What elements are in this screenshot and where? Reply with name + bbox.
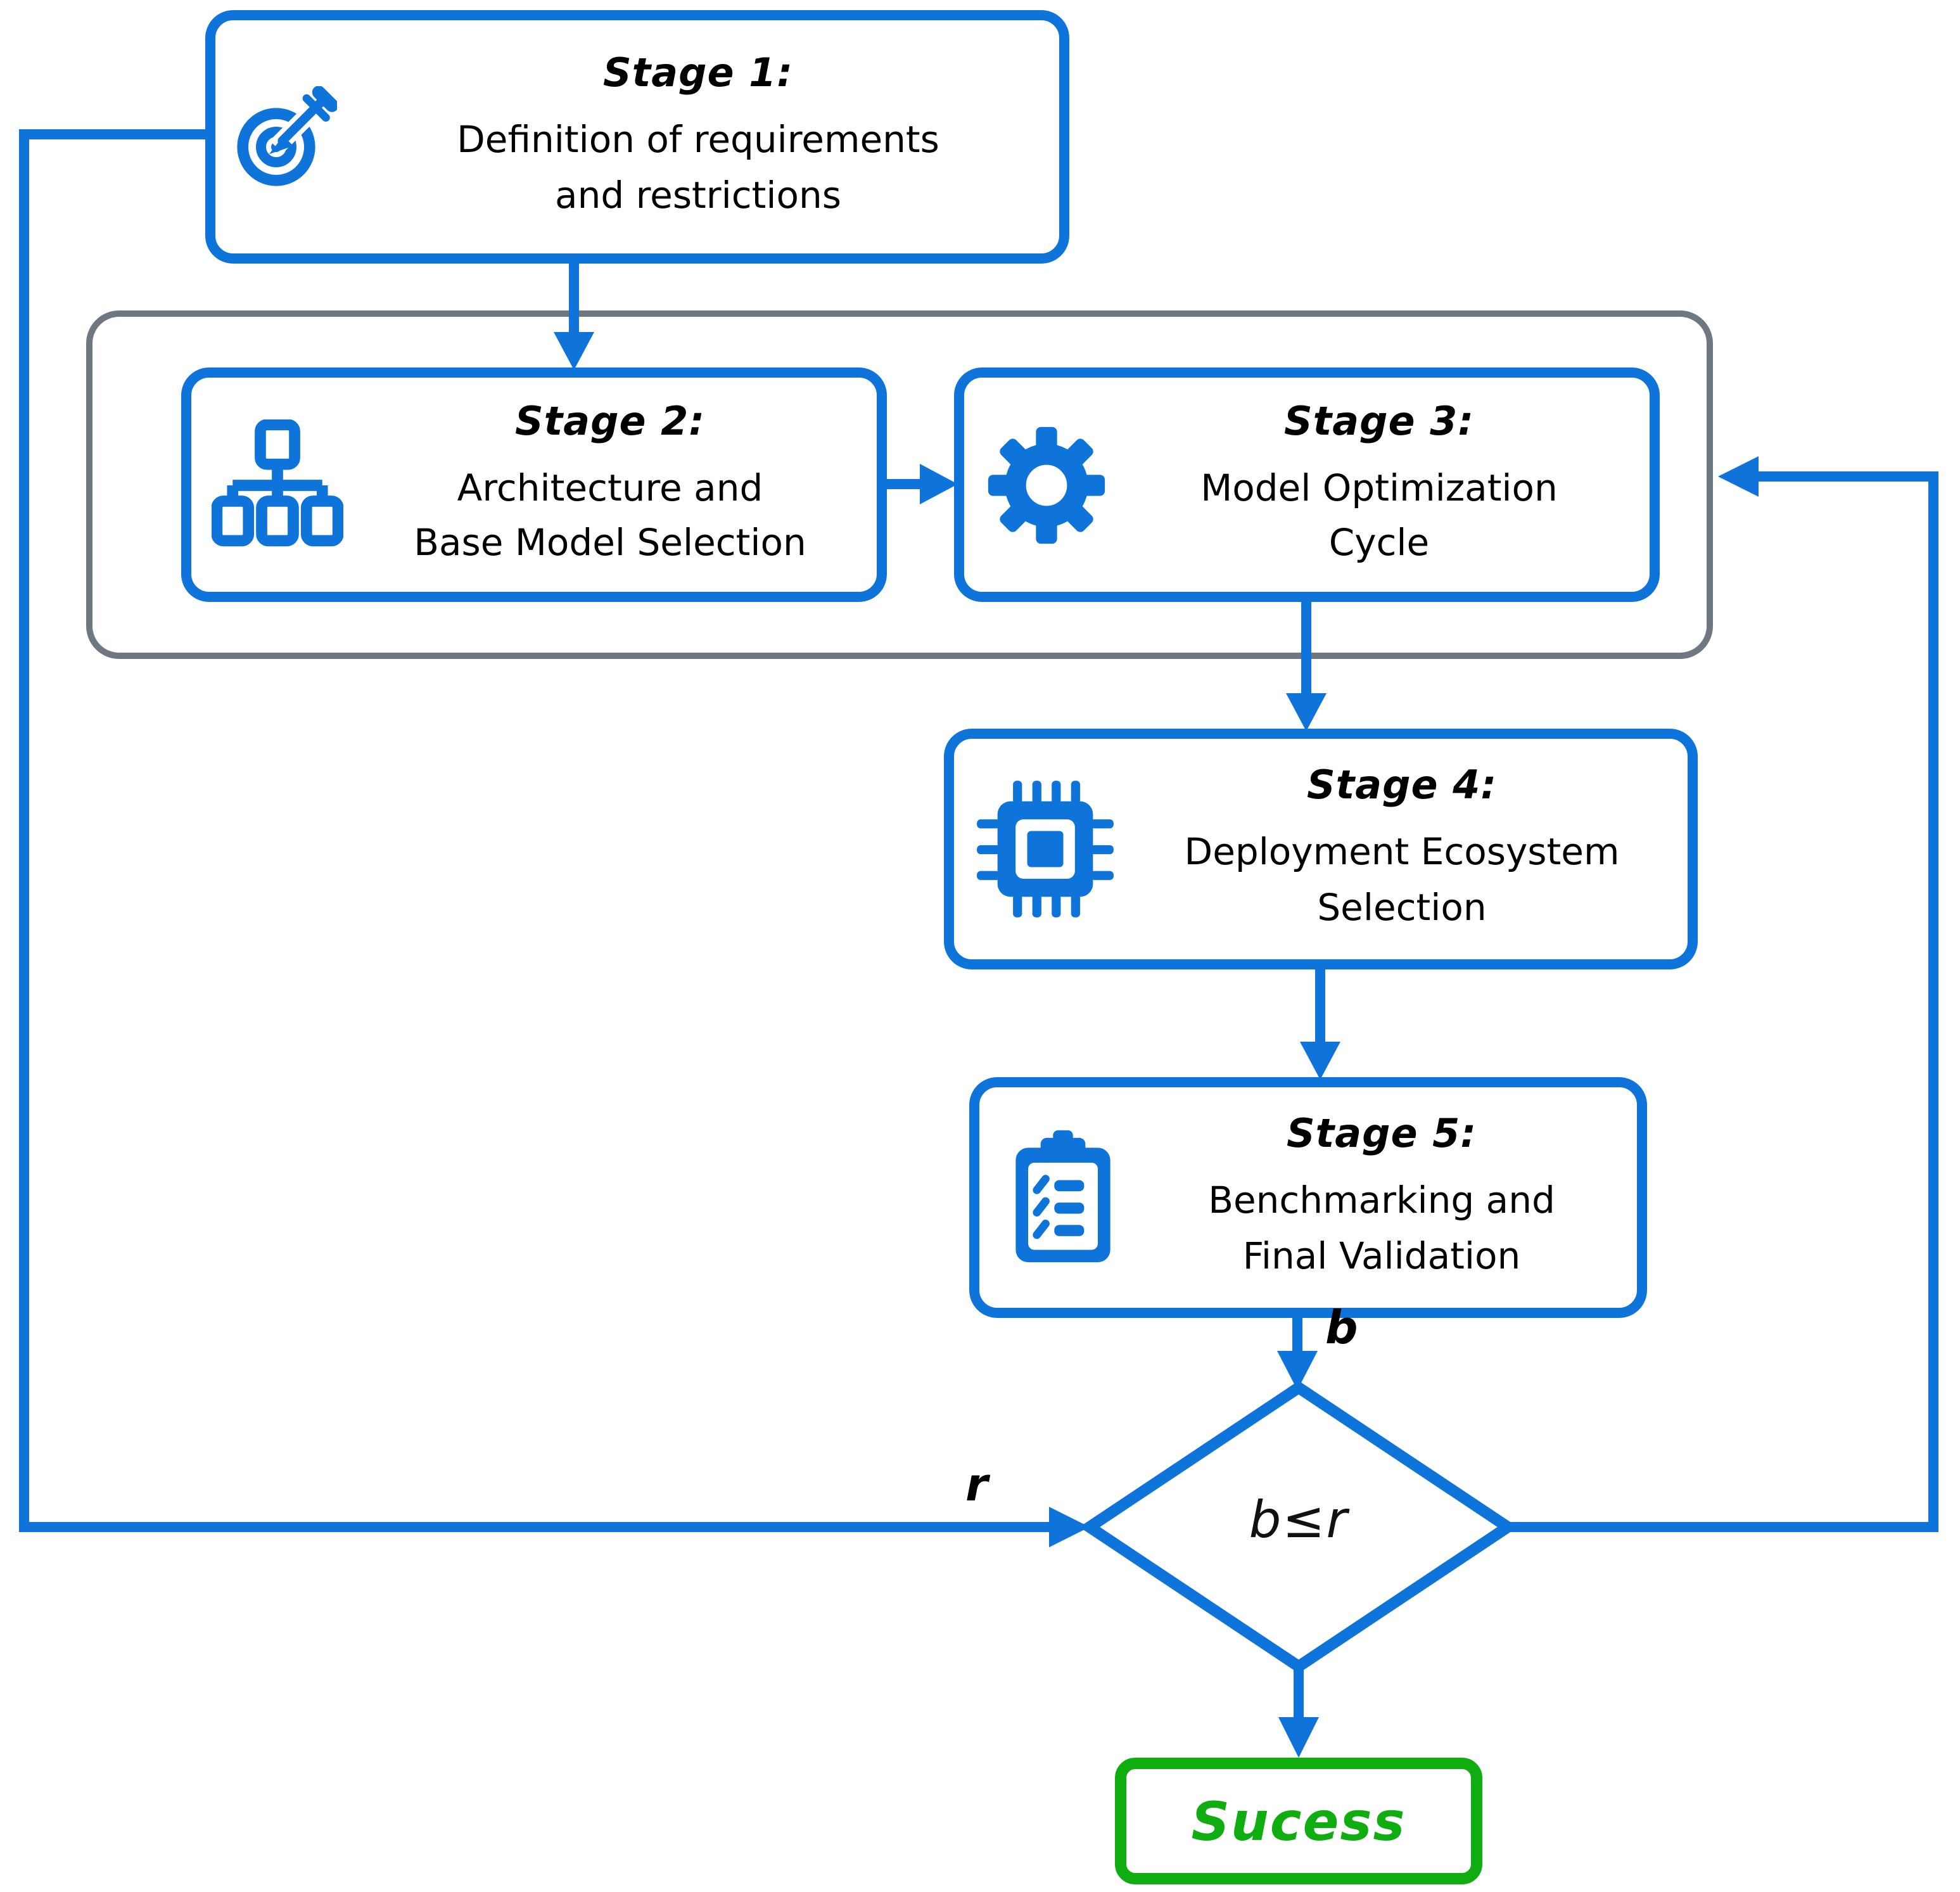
arrowhead-stage5-decision xyxy=(1277,1351,1318,1390)
sitemap-icon xyxy=(211,418,344,551)
stage-1-title: Stage 1: xyxy=(602,51,794,96)
stage-3-line2: Cycle xyxy=(1328,521,1430,564)
arrowhead-stage2-stage3 xyxy=(920,464,958,504)
stage-5-title: Stage 5: xyxy=(1286,1111,1477,1157)
stage-4-title: Stage 4: xyxy=(1306,763,1498,809)
stage-4-box: Stage 4: Deployment Ecosystem Selection xyxy=(944,729,1698,969)
arrowhead-stage3-stage4 xyxy=(1286,693,1327,731)
stage-4-line2: Selection xyxy=(1317,885,1487,928)
stage-1-line2: and restrictions xyxy=(555,173,841,216)
connector-stage1-decision-r xyxy=(19,129,1049,1532)
arrowhead-decision-success xyxy=(1278,1717,1319,1758)
stage-1-line1: Definition of requirements xyxy=(457,118,939,161)
stage-2-title: Stage 2: xyxy=(514,399,706,444)
stage-1-box: Stage 1: Definition of requirements and … xyxy=(205,10,1069,264)
gear-icon xyxy=(984,423,1109,547)
target-icon xyxy=(236,86,339,188)
success-label: Sucess xyxy=(1191,1790,1406,1852)
arrowhead-loop-into-stage3 xyxy=(1718,456,1759,497)
stage-3-box: Stage 3: Model Optimization Cycle xyxy=(954,368,1660,602)
stage-3-line1: Model Optimization xyxy=(1200,466,1558,509)
success-box: Sucess xyxy=(1115,1758,1482,1884)
stage-5-line1: Benchmarking and xyxy=(1208,1179,1555,1222)
decision-condition: b≤r xyxy=(1249,1492,1349,1550)
stage-5-box: Stage 5: Benchmarking and Final Validati… xyxy=(969,1077,1647,1318)
stage-5-line2: Final Validation xyxy=(1242,1234,1521,1277)
decision-diamond xyxy=(1079,1381,1518,1673)
stage-2-line1: Architecture and xyxy=(457,466,763,509)
arrowhead-stage1-stage2 xyxy=(554,332,594,370)
arrowhead-r-into-decision xyxy=(1049,1507,1090,1547)
arrowhead-stage4-stage5 xyxy=(1300,1042,1340,1080)
stage-2-box: Stage 2: Architecture and Base Model Sel… xyxy=(181,368,887,602)
stage-2-line2: Base Model Selection xyxy=(414,521,806,564)
edge-label-b: b xyxy=(1325,1303,1358,1355)
stage-4-line1: Deployment Ecosystem xyxy=(1184,830,1620,873)
clipboard-icon xyxy=(1000,1128,1126,1267)
chip-icon xyxy=(974,778,1116,920)
connector-decision-stage3-loop xyxy=(1508,471,1938,1532)
stage-3-title: Stage 3: xyxy=(1283,399,1475,444)
edge-label-r: r xyxy=(965,1460,988,1512)
